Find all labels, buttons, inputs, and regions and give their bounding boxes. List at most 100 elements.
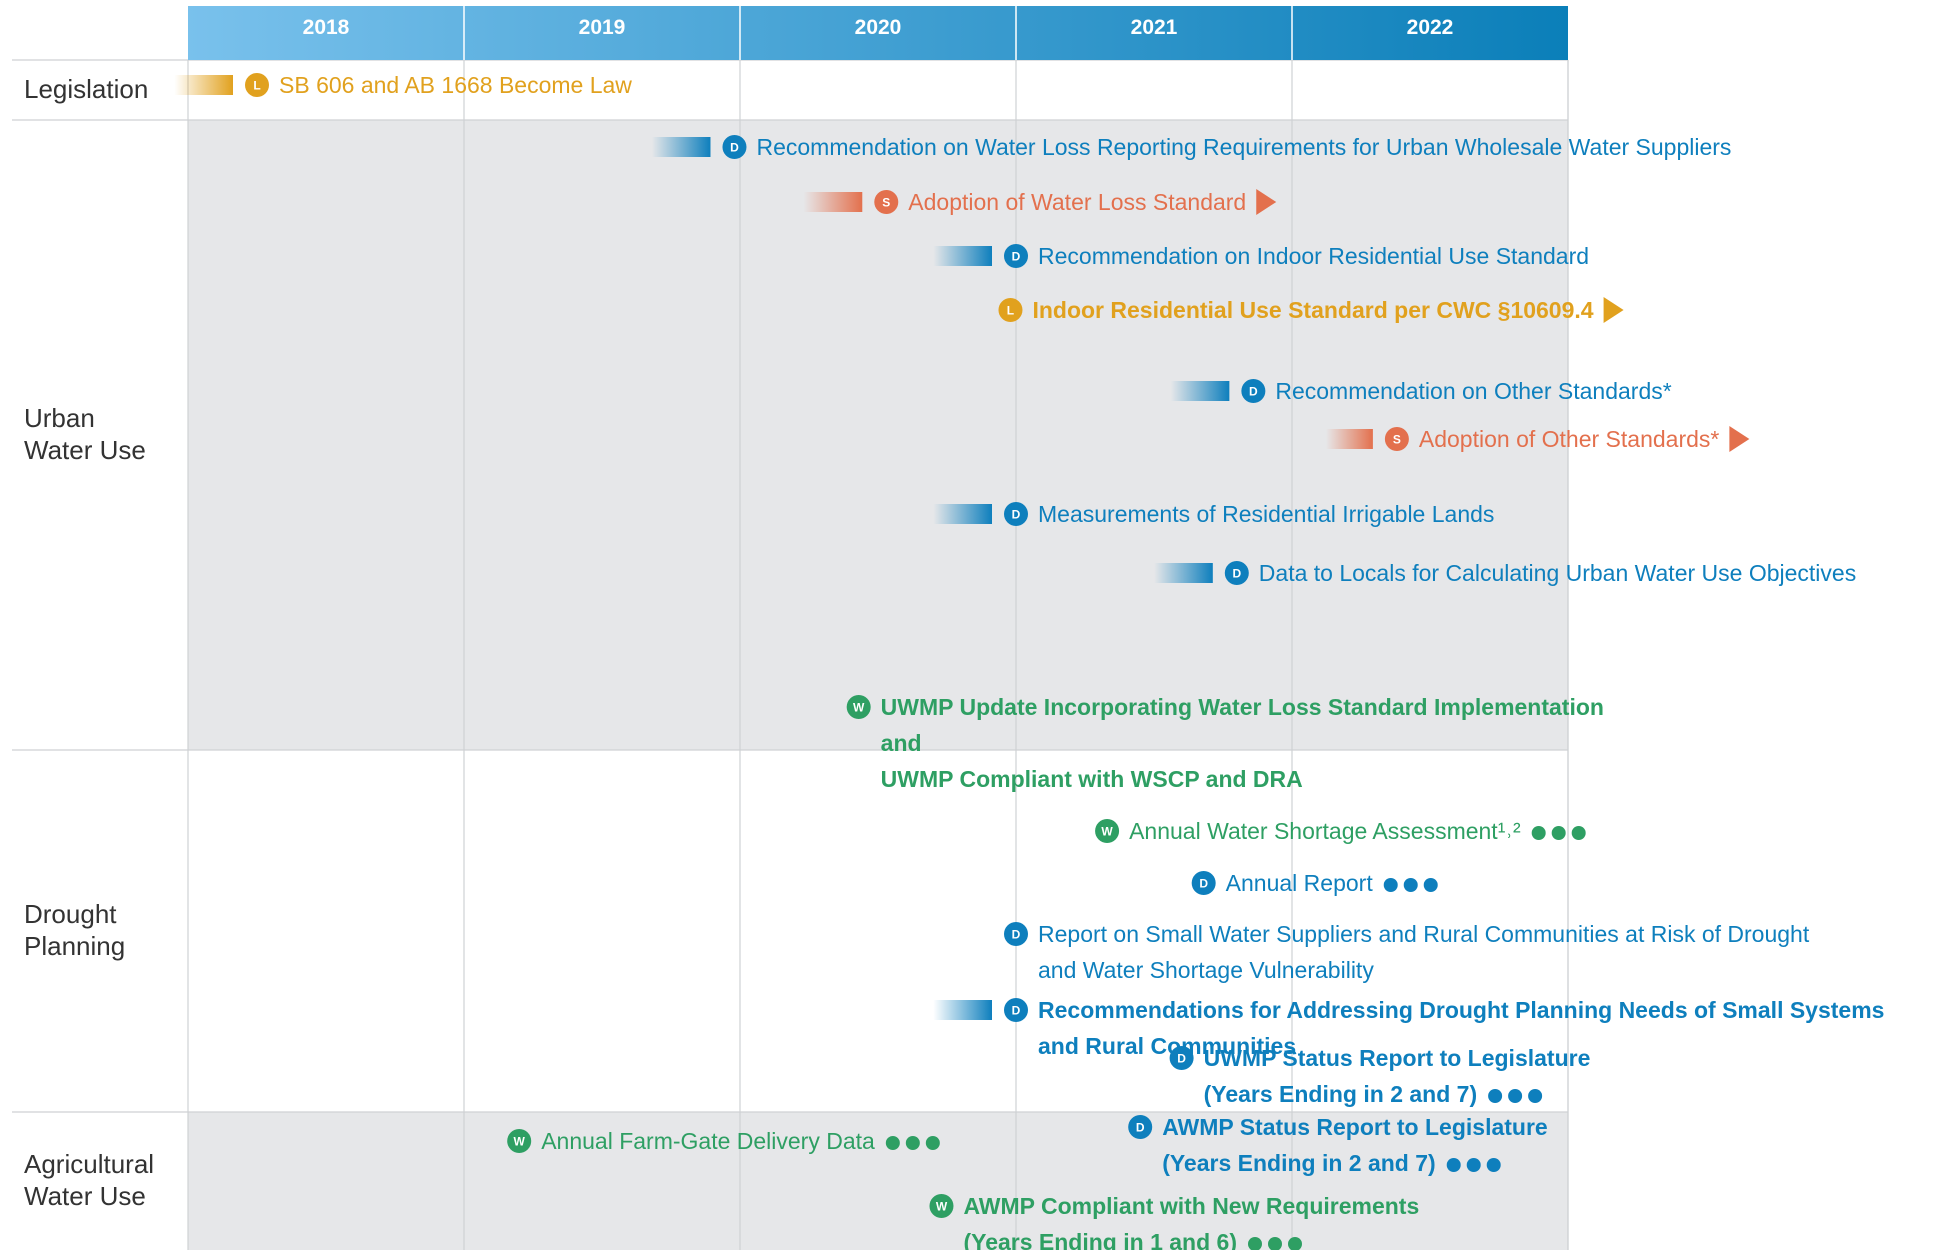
ongoing-arrow <box>1729 426 1750 452</box>
recurring-dot <box>925 1136 940 1150</box>
recurring-dot <box>1488 1089 1503 1103</box>
lead-time-bar <box>933 246 992 266</box>
milestone-label: Recommendations for Addressing Drought P… <box>1038 997 1884 1023</box>
year-label: 2019 <box>579 16 626 39</box>
lead-time-bar <box>933 1000 992 1020</box>
milestone-code: D <box>730 141 739 155</box>
year-label: 2020 <box>855 16 902 39</box>
milestone: D Recommendation on Water Loss Reporting … <box>651 134 1731 160</box>
milestone-label: Recommendation on Indoor Residential Use… <box>1038 243 1589 269</box>
recurring-dot <box>1247 1237 1262 1250</box>
milestone-label: Data to Locals for Calculating Urban Wat… <box>1259 560 1856 586</box>
year-label: 2021 <box>1131 16 1178 39</box>
category-label: Legislation <box>24 74 148 104</box>
milestone-code: D <box>1249 385 1258 399</box>
milestone: D AWMP Status Report to Legislature (Years… <box>1128 1114 1548 1176</box>
milestone-label: and Water Shortage Vulnerability <box>1038 957 1374 983</box>
milestone-label: Indoor Residential Use Standard per CWC … <box>1032 297 1593 323</box>
milestone-code: D <box>1012 250 1021 264</box>
recurring-dot <box>1383 878 1398 892</box>
milestone: D Measurements of Residential Irrigable L… <box>933 501 1494 527</box>
milestone: L SB 606 and AB 1668 Become Law <box>174 72 632 98</box>
milestone-label: AWMP Status Report to Legislature <box>1162 1114 1548 1140</box>
milestone: D Recommendations for Addressing Drought … <box>933 997 1884 1059</box>
recurring-dot <box>1466 1158 1481 1172</box>
recurring-dot <box>1571 826 1586 840</box>
milestone-label: and <box>881 730 922 756</box>
milestone-label: (Years Ending in 2 and 7) <box>1204 1081 1478 1107</box>
lead-time-bar <box>1325 429 1373 449</box>
lead-time-bar <box>803 192 863 212</box>
milestone-label: Recommendation on Water Loss Reporting R… <box>756 134 1731 160</box>
milestone-code: L <box>253 79 260 93</box>
milestone-code: W <box>514 1135 526 1149</box>
milestone-label: UWMP Status Report to Legislature <box>1204 1045 1591 1071</box>
recurring-dot <box>1446 1158 1461 1172</box>
category-label: Drought <box>24 899 117 929</box>
lead-time-bar <box>651 137 711 157</box>
milestone-code: D <box>1136 1121 1145 1135</box>
milestone-marker <box>929 1194 954 1218</box>
milestone-code: D <box>1012 1004 1021 1018</box>
milestone-code: D <box>1012 508 1021 522</box>
milestone-label: Annual Report <box>1226 870 1374 896</box>
category-label: Water Use <box>24 1181 146 1211</box>
recurring-dot <box>1403 878 1418 892</box>
milestone-marker <box>1384 427 1409 451</box>
milestone-marker <box>998 298 1023 322</box>
milestone-code: D <box>1232 567 1241 581</box>
milestone: D Data to Locals for Calculating Urban Wa… <box>1154 560 1856 586</box>
milestone: L Indoor Residential Use Standard per CWC… <box>998 297 1624 323</box>
milestone-label: SB 606 and AB 1668 Become Law <box>279 72 632 98</box>
milestone: S Adoption of Water Loss Standard <box>803 189 1277 215</box>
milestone-label: AWMP Compliant with New Requirements <box>963 1193 1419 1219</box>
milestone-marker <box>507 1129 532 1153</box>
milestone-marker <box>1004 922 1028 946</box>
milestone: D Recommendation on Indoor Residential Us… <box>933 243 1589 269</box>
recurring-dot <box>1486 1158 1501 1172</box>
recurring-dot <box>1551 826 1566 840</box>
milestone-code: L <box>1007 304 1014 318</box>
year-header-bar <box>188 6 1568 60</box>
recurring-dot <box>1287 1237 1302 1250</box>
milestone-label: Annual Water Shortage Assessment¹˒² <box>1129 818 1521 844</box>
milestone-code: S <box>882 196 890 210</box>
milestone-label: UWMP Update Incorporating Water Loss Sta… <box>881 694 1604 720</box>
row-band-legislation <box>188 60 1568 120</box>
milestone-label: Measurements of Residential Irrigable La… <box>1038 501 1494 527</box>
lead-time-bar <box>1154 563 1213 583</box>
milestone-marker <box>1004 998 1028 1022</box>
ongoing-arrow <box>1256 189 1277 215</box>
recurring-dot <box>885 1136 900 1150</box>
milestone-label: Annual Farm-Gate Delivery Data <box>541 1128 875 1154</box>
milestone-marker <box>846 695 871 719</box>
lead-time-bar <box>933 504 992 524</box>
recurring-dot <box>905 1136 920 1150</box>
row-band-ag <box>188 1112 1568 1250</box>
milestone-label: (Years Ending in 2 and 7) <box>1162 1150 1436 1176</box>
milestone-marker <box>1241 379 1266 403</box>
milestone-marker <box>245 73 269 97</box>
category-label: Urban <box>24 403 95 433</box>
milestone-marker <box>1004 502 1028 526</box>
milestone-label: Adoption of Water Loss Standard <box>908 189 1246 215</box>
recurring-dot <box>1508 1089 1523 1103</box>
milestone-marker <box>874 190 899 214</box>
milestone: W Annual Farm-Gate Delivery Data <box>507 1128 940 1154</box>
milestone-label: and Rural Communities <box>1038 1033 1296 1059</box>
milestone-marker <box>722 135 747 159</box>
milestone-marker <box>1169 1046 1194 1070</box>
milestone-marker <box>1191 871 1216 895</box>
milestone: D UWMP Status Report to Legislature (Years… <box>1169 1045 1591 1107</box>
milestone-code: D <box>1177 1052 1186 1066</box>
milestone-label: (Years Ending in 1 and 6) <box>963 1229 1237 1250</box>
category-label: Agricultural <box>24 1149 154 1179</box>
milestone-marker <box>1004 244 1028 268</box>
milestone-label: UWMP Compliant with WSCP and DRA <box>881 766 1303 792</box>
